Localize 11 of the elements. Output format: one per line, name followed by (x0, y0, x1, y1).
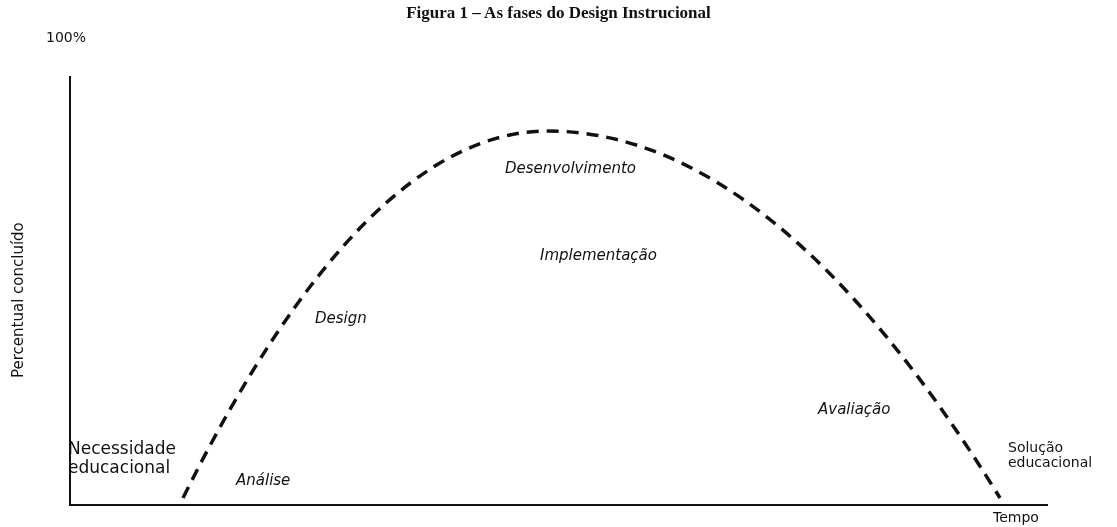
figure-title: Figura 1 – As fases do Design Instrucional (405, 3, 712, 23)
phase-label: Desenvolvimento (505, 160, 636, 177)
start-label: Necessidade educacional (68, 439, 177, 477)
axis-title: Percentual concluído (10, 222, 27, 378)
axis-label: 100% (46, 30, 87, 46)
phase-label: Implementação (540, 247, 657, 264)
phase-label: Análise (236, 472, 291, 489)
end-label: Solução educacional (1008, 440, 1094, 471)
phase-label: Avaliação (818, 401, 891, 418)
phase-label: Design (315, 310, 367, 327)
axis-title: Tempo (993, 510, 1039, 526)
